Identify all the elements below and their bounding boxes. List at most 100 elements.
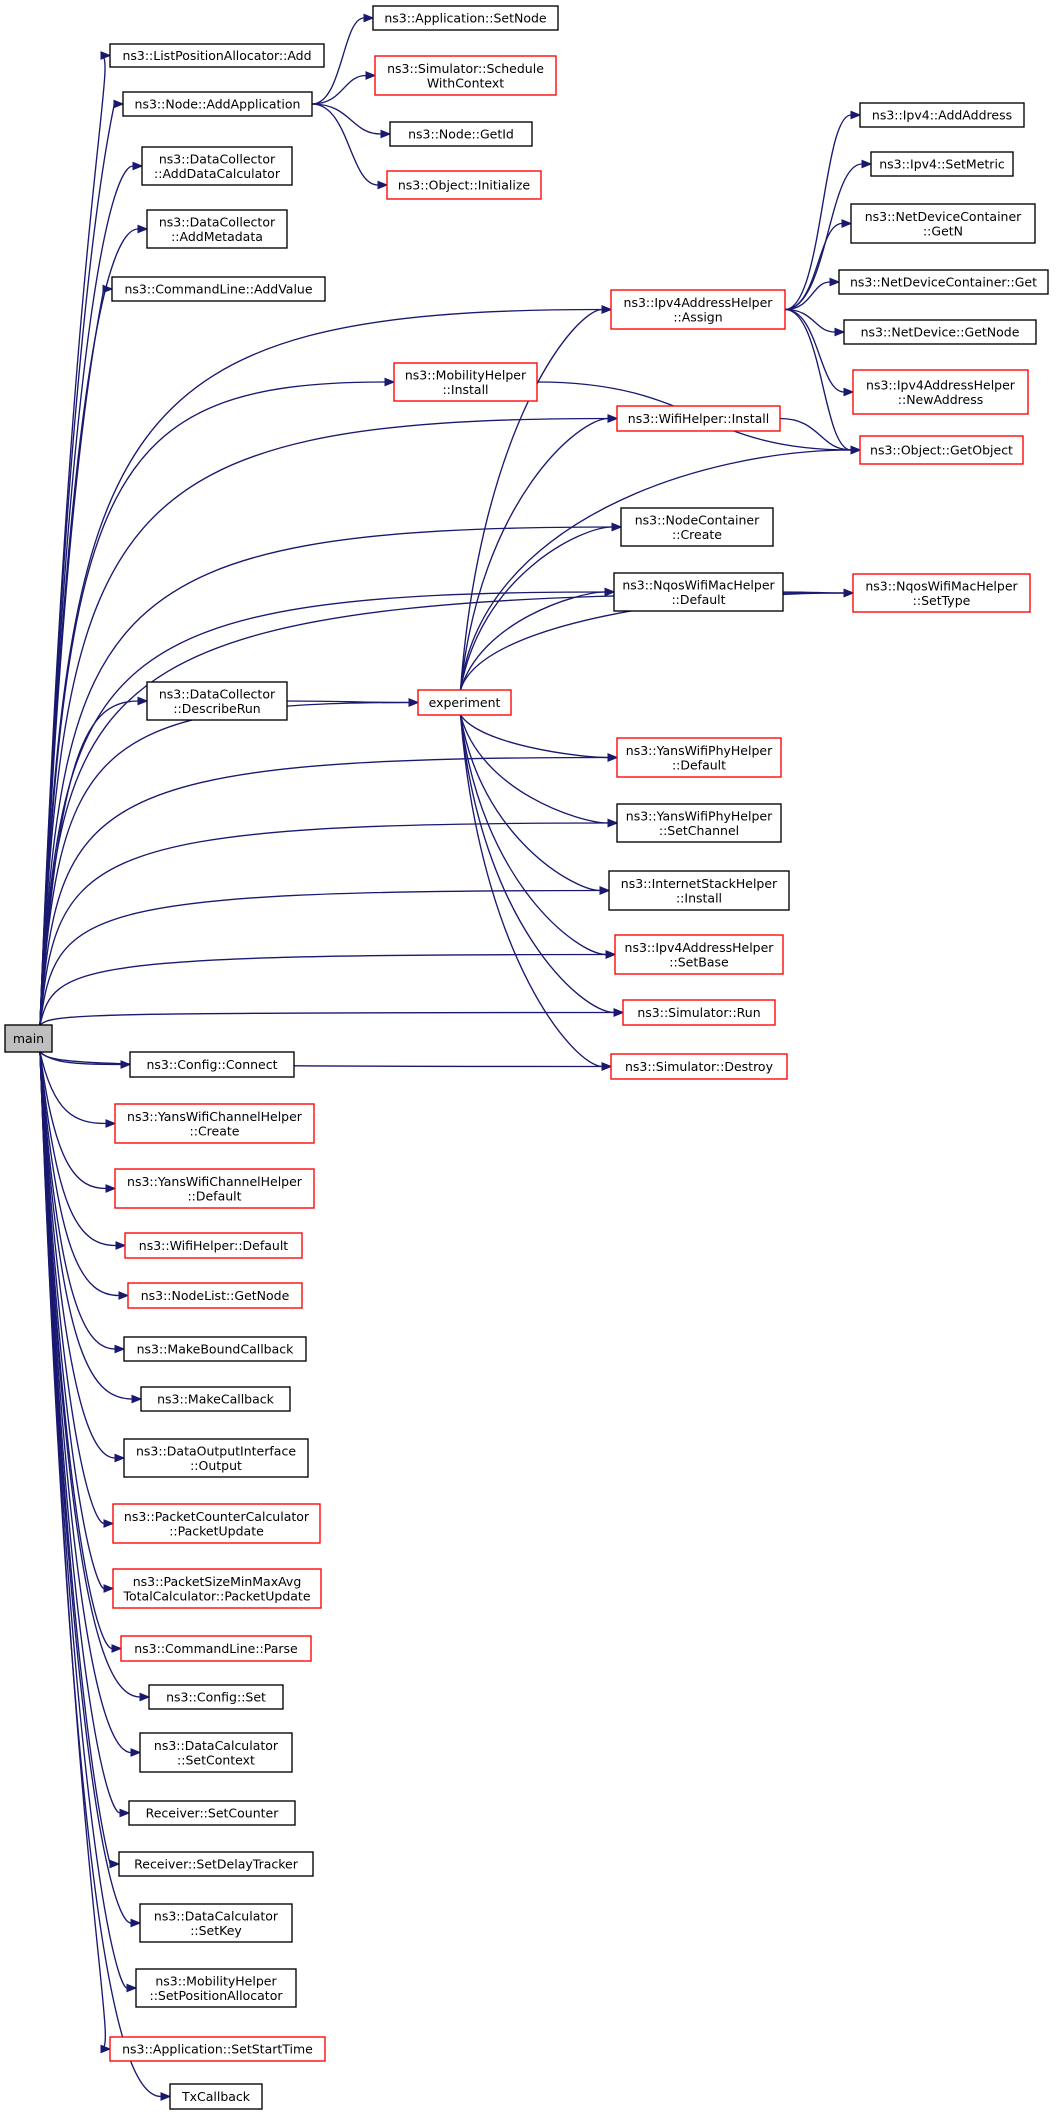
node-box [389, 121, 533, 147]
node-cfg_connect[interactable]: ns3::Config::Connect [129, 1051, 295, 1078]
node-nd_getnode[interactable]: ns3::NetDevice::GetNode [843, 319, 1037, 345]
node-label: ns3::Node::GetId [408, 127, 514, 142]
node-dc_describerun[interactable]: ns3::DataCollector::DescribeRun [146, 681, 288, 721]
arrowhead [841, 219, 853, 228]
node-label: ns3::MakeCallback [157, 1392, 275, 1407]
node-ipv4h_newaddr[interactable]: ns3::Ipv4AddressHelper::NewAddress [852, 369, 1029, 415]
node-box [374, 55, 557, 96]
edge-main-to-dcalc_setctx [39, 1051, 142, 1757]
node-sim_run[interactable]: ns3::Simulator::Run [622, 999, 776, 1026]
arrowhead [109, 1859, 121, 1869]
node-main: main [4, 1024, 53, 1053]
node-psmm_update[interactable]: ns3::PacketSizeMinMaxAvgTotalCalculator:… [112, 1568, 322, 1609]
node-label: ::Create [672, 527, 722, 542]
node-mk_boundcb[interactable]: ns3::MakeBoundCallback [123, 1336, 307, 1362]
arrowhead [613, 1008, 625, 1017]
node-rcv_setcounter[interactable]: Receiver::SetCounter [128, 1800, 296, 1826]
node-ndc_get[interactable]: ns3::NetDeviceContainer::Get [838, 269, 1049, 295]
node-app_setstart[interactable]: ns3::Application::SetStartTime [109, 2036, 326, 2062]
arrowhead [377, 180, 389, 190]
node-label: ns3::YansWifiPhyHelper [626, 743, 773, 758]
node-nc_create[interactable]: ns3::NodeContainer::Create [620, 507, 774, 547]
node-box [417, 689, 512, 716]
node-label: ns3::PacketSizeMinMaxAvg [133, 1574, 302, 1589]
node-dcalc_setctx[interactable]: ns3::DataCalculator::SetContext [139, 1732, 293, 1773]
node-label: ns3::Ipv4AddressHelper [625, 940, 775, 955]
node-label: ::Install [676, 890, 722, 905]
arrowhead [601, 305, 613, 314]
node-lpa_add[interactable]: ns3::ListPositionAllocator::Add [109, 43, 325, 68]
node-doi_output[interactable]: ns3::DataOutputInterface::Output [123, 1438, 309, 1478]
node-ipv4_setmetric[interactable]: ns3::Ipv4::SetMetric [870, 151, 1014, 177]
node-box [850, 203, 1036, 244]
node-ych_create[interactable]: ns3::YansWifiChannelHelper::Create [114, 1103, 315, 1144]
edge-main-to-mk_cb [39, 1051, 143, 1404]
node-label: ns3::CommandLine::AddValue [124, 282, 312, 297]
node-cl_addvalue[interactable]: ns3::CommandLine::AddValue [111, 276, 326, 302]
node-box [859, 102, 1025, 128]
node-label: ::GetN [923, 223, 963, 238]
edge-ipv4h_assign-to-ndc_get [784, 277, 841, 311]
node-dcalc_setkey[interactable]: ns3::DataCalculator::SetKey [139, 1903, 293, 1943]
node-cfg_set[interactable]: ns3::Config::Set [148, 1684, 284, 1710]
node-pcc_update[interactable]: ns3::PacketCounterCalculator::PacketUpda… [112, 1503, 321, 1544]
edge-main-to-mk_boundcb [39, 1051, 126, 1354]
node-yphy_setchannel[interactable]: ns3::YansWifiPhyHelper::SetChannel [616, 803, 782, 843]
node-nl_getnode[interactable]: ns3::NodeList::GetNode [127, 1282, 303, 1309]
node-label: WithContext [427, 75, 504, 90]
node-nqos_settype[interactable]: ns3::NqosWifiMacHelper::SetType [852, 573, 1031, 613]
edge-main-to-mob_install [39, 377, 396, 1026]
edge-main-to-ipv4h_setbase [39, 950, 617, 1026]
arrowhead [604, 587, 616, 597]
node-label: TxCallback [181, 2089, 251, 2104]
node-node_getid[interactable]: ns3::Node::GetId [389, 121, 533, 147]
node-dc_addmeta[interactable]: ns3::DataCollector::AddMetadata [146, 209, 288, 249]
edge-node_addapp-to-node_getid [311, 103, 392, 139]
node-sim_destroy[interactable]: ns3::Simulator::Destroy [610, 1053, 788, 1080]
node-yphy_default[interactable]: ns3::YansWifiPhyHelper::Default [616, 737, 782, 778]
node-label: ns3::MakeBoundCallback [137, 1342, 295, 1357]
node-box [148, 1684, 284, 1710]
node-obj_init[interactable]: ns3::Object::Initialize [386, 170, 542, 200]
node-txcallback[interactable]: TxCallback [169, 2083, 263, 2110]
arrowhead [114, 1344, 126, 1354]
node-label: ::NewAddress [898, 392, 983, 407]
node-wifi_default[interactable]: ns3::WifiHelper::Default [124, 1232, 303, 1259]
node-box [135, 1968, 297, 2008]
node-label: ns3::Object::Initialize [398, 178, 531, 193]
edge-main-to-ych_default [39, 1051, 117, 1193]
node-dc_adddatacalc[interactable]: ns3::DataCollector::AddDataCalculator [141, 146, 293, 186]
node-ipv4_addaddr[interactable]: ns3::Ipv4::AddAddress [859, 102, 1025, 128]
node-label: ::Output [190, 1458, 242, 1473]
edge-main-to-txcallback [39, 1051, 172, 2101]
node-ych_default[interactable]: ns3::YansWifiChannelHelper::Default [114, 1168, 315, 1209]
node-mob_setposalloc[interactable]: ns3::MobilityHelper::SetPositionAllocato… [135, 1968, 297, 2008]
node-label: ns3::DataCalculator [154, 1908, 279, 1923]
node-label: ns3::Config::Set [166, 1690, 266, 1705]
node-nqos_default[interactable]: ns3::NqosWifiMacHelper::Default [613, 572, 784, 612]
node-ndc_getn[interactable]: ns3::NetDeviceContainer::GetN [850, 203, 1036, 244]
arrowhead [115, 1241, 127, 1250]
node-box [139, 1732, 293, 1773]
edge-experiment-to-sim_destroy [459, 714, 613, 1071]
node-mob_install[interactable]: ns3::MobilityHelper::Install [393, 362, 538, 402]
node-rcv_setdelay[interactable]: Receiver::SetDelayTracker [118, 1851, 314, 1877]
node-box [616, 803, 782, 843]
node-obj_getobject[interactable]: ns3::Object::GetObject [859, 435, 1024, 465]
node-box [372, 5, 559, 31]
node-mk_cb[interactable]: ns3::MakeCallback [140, 1386, 291, 1412]
node-app_setnode[interactable]: ns3::Application::SetNode [372, 5, 559, 31]
arrowhead [137, 696, 149, 706]
node-label: ns3::NetDeviceContainer [865, 209, 1022, 224]
node-ipv4h_assign[interactable]: ns3::Ipv4AddressHelper::Assign [610, 289, 786, 330]
node-ish_install[interactable]: ns3::InternetStackHelper::Install [608, 870, 790, 911]
node-ipv4h_setbase[interactable]: ns3::Ipv4AddressHelper::SetBase [614, 934, 784, 975]
node-wifi_install[interactable]: ns3::WifiHelper::Install [616, 405, 781, 432]
node-cl_parse[interactable]: ns3::CommandLine::Parse [120, 1635, 312, 1662]
node-box [111, 276, 326, 302]
node-experiment[interactable]: experiment [417, 689, 512, 716]
node-box [4, 1024, 53, 1053]
node-box [112, 1568, 322, 1609]
node-node_addapp[interactable]: ns3::Node::AddApplication [122, 91, 313, 117]
